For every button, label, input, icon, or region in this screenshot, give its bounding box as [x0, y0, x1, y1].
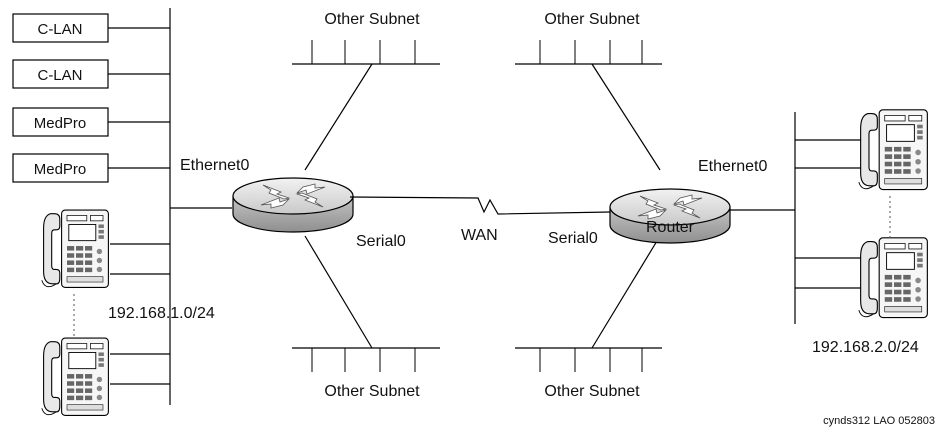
figure-code: cynds312 LAO 052803	[823, 415, 935, 427]
device-label: C-LAN	[37, 21, 82, 38]
ethernet0-label-right: Ethernet0	[698, 158, 767, 175]
phone-icon	[858, 109, 928, 191]
other-subnet-top-right: Other Subnet	[515, 11, 662, 65]
wan-label: WAN	[461, 227, 498, 244]
device-box-medpro-1: MedPro	[12, 107, 170, 137]
other-subnet-bottom-left: Other Subnet	[292, 347, 440, 400]
other-subnet-label: Other Subnet	[324, 383, 420, 400]
device-label: C-LAN	[37, 67, 82, 84]
router-subnet-links	[304, 63, 661, 349]
router-label-right: Router	[646, 219, 695, 236]
subnet-label-right: 192.168.2.0/24	[812, 339, 919, 356]
device-box-medpro-2: MedPro	[12, 153, 170, 183]
device-box-clan-2: C-LAN	[12, 59, 170, 89]
phone-icon	[41, 209, 109, 288]
router-icon-left	[232, 177, 354, 233]
ethernet0-label-left: Ethernet0	[180, 157, 249, 174]
phone-drop-lines-right	[795, 139, 862, 289]
subnet-label-left: 192.168.1.0/24	[108, 305, 215, 322]
wan-link	[349, 196, 611, 215]
device-label: MedPro	[34, 161, 87, 178]
serial0-label-left: Serial0	[356, 233, 406, 250]
other-subnet-top-left: Other Subnet	[292, 11, 440, 65]
serial0-label-right: Serial0	[548, 230, 598, 247]
phone-drop-lines	[110, 243, 170, 385]
other-subnet-label: Other Subnet	[324, 11, 420, 28]
phone-icon	[858, 237, 928, 319]
device-box-clan-1: C-LAN	[12, 13, 170, 43]
device-label: MedPro	[34, 115, 87, 132]
phone-icon	[41, 337, 109, 416]
other-subnet-bottom-right: Other Subnet	[515, 347, 662, 400]
other-subnet-label: Other Subnet	[544, 383, 640, 400]
other-subnet-label: Other Subnet	[544, 11, 640, 28]
